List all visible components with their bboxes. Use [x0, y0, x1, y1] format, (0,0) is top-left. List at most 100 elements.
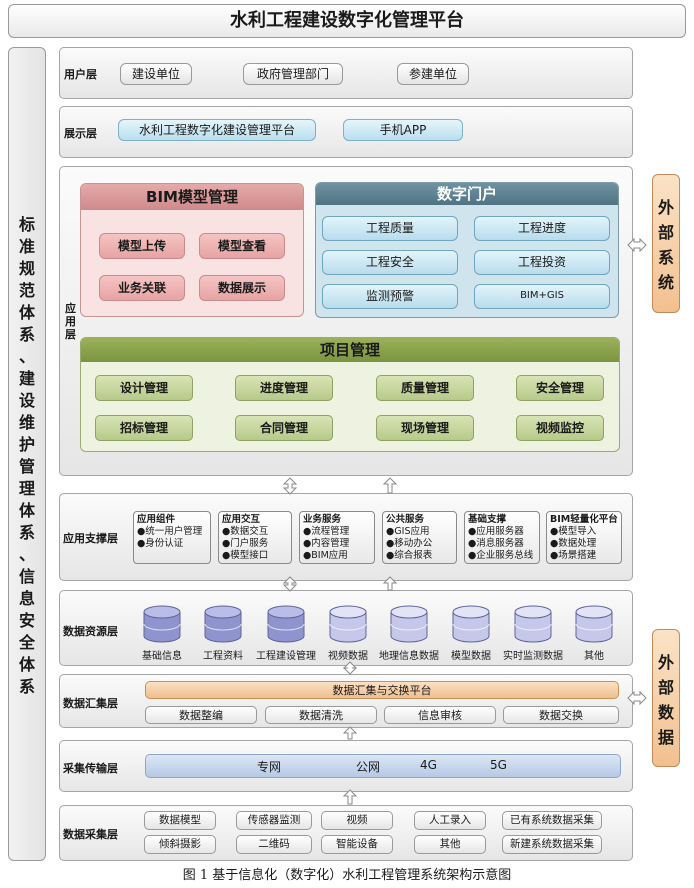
transmission-layer-label: 采集传输层	[63, 762, 118, 775]
support-group-item: ●门户服务	[222, 538, 269, 549]
collection-item: 传感器监测	[236, 811, 312, 830]
bim-panel-title: BIM模型管理	[81, 184, 303, 210]
support-group-title: 基础支撑	[468, 514, 507, 525]
resource-label: 实时监测数据	[503, 651, 563, 662]
portal-panel-title: 数字门户	[316, 183, 618, 205]
agg-item-cleaning: 数据清洗	[265, 706, 377, 724]
aggregation-layer-label: 数据汇集层	[63, 697, 118, 710]
resource-label: 地理信息数据	[379, 651, 439, 662]
collection-item: 其他	[414, 835, 486, 854]
support-group-item: ●应用服务器	[468, 526, 524, 537]
portal-monitoring-warning: 监测预警	[322, 284, 458, 309]
network-4g: 4G	[420, 758, 437, 772]
agg-item-exchange: 数据交换	[503, 706, 619, 724]
database-cylinder-icon	[143, 605, 181, 643]
project-video-surveillance: 视频监控	[516, 415, 604, 441]
support-group-4: 公共服务●GIS应用●移动办公●综合报表	[382, 511, 457, 564]
left-panel-text: 标 准 规 范 体 系 、 建 设 维 护 管 理 体 系 、 信 息 安 全 …	[18, 215, 35, 696]
up-arrow-icon	[382, 477, 398, 494]
database-cylinder-icon	[452, 605, 490, 643]
support-group-item: ●数据处理	[550, 538, 597, 549]
bim-model-upload: 模型上传	[99, 233, 185, 259]
support-group-item: ●模型接口	[222, 550, 269, 561]
support-group-item: ●场景搭建	[550, 550, 597, 561]
external-data-box: 外 部 数 据	[652, 629, 680, 767]
resource-label: 工程资料	[203, 651, 243, 662]
support-group-item: ●身份认证	[137, 538, 184, 549]
support-group-item: ●企业服务总线	[468, 550, 534, 561]
external-systems-label: 外 部 系 统	[657, 198, 674, 292]
external-systems-box: 外 部 系 统	[652, 174, 680, 313]
network-private: 专网	[257, 760, 282, 774]
agg-item-compile: 数据整编	[145, 706, 257, 724]
resource-layer-label: 数据资源层	[63, 625, 118, 638]
collection-item: 人工录入	[414, 811, 486, 830]
project-progress-mgmt: 进度管理	[235, 375, 333, 401]
database-cylinder-icon	[390, 605, 428, 643]
database-cylinder-icon	[575, 605, 613, 643]
support-group-title: BIM轻量化平台	[550, 514, 618, 525]
database-cylinder-icon	[204, 605, 242, 643]
user-item-participating-unit: 参建单位	[397, 63, 469, 85]
network-bar	[145, 754, 621, 778]
support-group-item: ●GIS应用	[386, 526, 430, 537]
portal-safety: 工程安全	[322, 250, 458, 275]
portal-quality: 工程质量	[322, 216, 458, 241]
network-public: 公网	[356, 760, 381, 774]
up-arrow-icon	[342, 726, 358, 740]
resource-label: 模型数据	[451, 651, 491, 662]
user-layer: 用户层 建设单位 政府管理部门 参建单位	[59, 47, 633, 99]
collection-item: 智能设备	[321, 835, 393, 854]
collection-item: 新建系统数据采集	[502, 835, 602, 854]
project-design-mgmt: 设计管理	[95, 375, 193, 401]
collection-layer-label: 数据采集层	[63, 828, 118, 841]
portal-bim-gis: BIM+GIS	[474, 284, 610, 309]
support-group-item: ●流程管理	[303, 526, 350, 537]
support-group-title: 公共服务	[386, 514, 425, 525]
support-group-2: 应用交互●数据交互●门户服务●模型接口	[218, 511, 292, 564]
bim-model-view: 模型查看	[199, 233, 285, 259]
user-item-construction-unit: 建设单位	[120, 63, 192, 85]
support-group-item: ●内容管理	[303, 538, 350, 549]
support-group-item: ●消息服务器	[468, 538, 524, 549]
collection-item: 视频	[321, 811, 393, 830]
support-group-title: 应用组件	[137, 514, 176, 525]
support-group-1: 应用组件●统一用户管理●身份认证	[133, 511, 211, 564]
collection-item: 倾斜摄影	[144, 835, 216, 854]
agg-item-review: 信息审核	[384, 706, 496, 724]
user-layer-label: 用户层	[64, 68, 97, 81]
portal-progress: 工程进度	[474, 216, 610, 241]
resource-label: 视频数据	[328, 651, 368, 662]
support-group-5: 基础支撑●应用服务器●消息服务器●企业服务总线	[464, 511, 540, 564]
display-layer-label: 展示层	[64, 127, 97, 140]
support-group-title: 业务服务	[303, 514, 342, 525]
resource-label: 其他	[584, 651, 604, 662]
page-title: 水利工程建设数字化管理平台	[8, 4, 686, 38]
resource-label: 基础信息	[142, 651, 182, 662]
display-item-mobile-app: 手机APP	[343, 119, 463, 141]
project-site-mgmt: 现场管理	[376, 415, 474, 441]
project-safety-mgmt: 安全管理	[516, 375, 604, 401]
figure-caption: 图 1 基于信息化（数字化）水利工程管理系统架构示意图	[182, 868, 512, 883]
support-group-item: ●统一用户管理	[137, 526, 203, 537]
database-cylinder-icon	[267, 605, 305, 643]
support-group-item: ●模型导入	[550, 526, 597, 537]
left-standards-panel: 标 准 规 范 体 系 、 建 设 维 护 管 理 体 系 、 信 息 安 全 …	[8, 47, 46, 861]
up-arrow-icon	[342, 789, 358, 805]
project-bidding-mgmt: 招标管理	[95, 415, 193, 441]
database-cylinder-icon	[329, 605, 367, 643]
external-data-label: 外 部 数 据	[657, 653, 674, 747]
display-layer: 展示层 水利工程数字化建设管理平台 手机APP	[59, 106, 633, 158]
support-group-item: ●综合报表	[386, 550, 433, 561]
support-group-item: ●BIM应用	[303, 550, 348, 561]
display-item-platform: 水利工程数字化建设管理平台	[118, 119, 316, 141]
portal-investment: 工程投资	[474, 250, 610, 275]
bim-data-display: 数据展示	[199, 275, 285, 301]
support-group-3: 业务服务●流程管理●内容管理●BIM应用	[299, 511, 375, 564]
support-group-item: ●移动办公	[386, 538, 433, 549]
collection-item: 数据模型	[144, 811, 216, 830]
app-layer-label: 应 用 层	[65, 302, 76, 341]
network-5g: 5G	[490, 758, 507, 772]
support-layer-label: 应用支撑层	[63, 532, 118, 545]
user-item-government: 政府管理部门	[243, 63, 343, 85]
